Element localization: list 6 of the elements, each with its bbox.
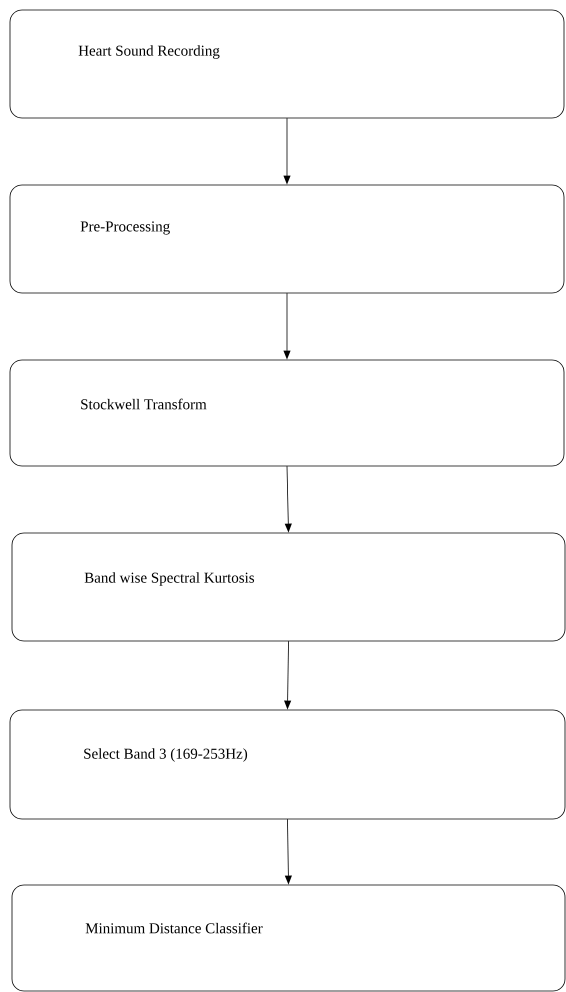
box-label: Select Band 3 (169-253Hz) [84,748,248,762]
box-label: Pre-Processing [80,221,170,235]
box-label: Stockwell Transform [81,398,206,410]
box-label: Heart Sound Recording [78,45,220,59]
box-label: Minimum Distance Classifier [86,922,263,934]
box-label: Band wise Spectral Kurtosis [84,572,254,586]
